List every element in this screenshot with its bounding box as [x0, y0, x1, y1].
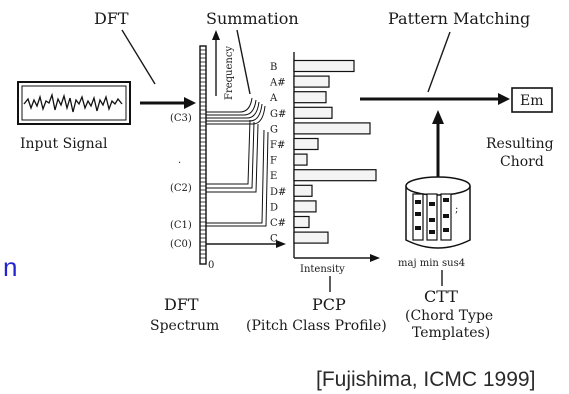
result-chord-value: Em	[520, 93, 544, 109]
octave-c0-label: (C0)	[170, 239, 192, 250]
frequency-arrowhead	[212, 30, 220, 40]
pcp-bar-c	[294, 232, 328, 243]
pitch-label-c: C	[270, 234, 278, 245]
pcp-bar-f	[294, 154, 307, 165]
pcp-bar-d-sharp	[294, 185, 312, 196]
dft-label: DFT	[94, 9, 129, 28]
pcp-bar-a-sharp	[294, 76, 329, 87]
dft-pointer	[122, 30, 155, 84]
dft-spectrum-label-line1: DFT	[164, 295, 199, 314]
pitch-label-g-sharp: G#	[270, 109, 286, 120]
match-arrowhead	[498, 93, 510, 105]
pitch-label-g: G	[270, 124, 278, 135]
pattern-matching-label: Pattern Matching	[388, 9, 530, 28]
pitch-label-f: F	[270, 156, 277, 167]
pcp-bar-g-sharp	[294, 107, 332, 118]
intensity-arrowhead	[370, 254, 380, 262]
ctt-label-line2: (Chord Type	[405, 308, 493, 324]
dft-spectrum-label-line2: Spectrum	[150, 318, 219, 334]
pitch-label-f-sharp: F#	[270, 140, 285, 151]
summation-lines	[206, 98, 268, 226]
pcp-bar-g	[294, 123, 370, 134]
pattern-pointer	[428, 32, 450, 92]
pitch-class-labels: B A# A G# G F# FE D# D C# C	[269, 62, 286, 245]
ctt-label-line1: CTT	[424, 287, 458, 306]
input-signal-box	[18, 82, 130, 124]
octave-c3-label: (C3)	[170, 113, 192, 124]
pcp-label-line1: PCP	[312, 295, 346, 314]
dot-marker: ·	[178, 158, 181, 169]
pitch-label-c-sharp: C#	[270, 218, 286, 229]
pitch-label-a-sharp: A#	[269, 78, 286, 89]
pcp-label-line2: (Pitch Class Profile)	[246, 318, 387, 334]
dft-spectrum-bar	[200, 46, 206, 264]
pcp-bar-b	[294, 61, 354, 72]
intensity-label: Intensity	[300, 264, 345, 275]
ctt-arrowhead	[432, 110, 444, 124]
zero-label: 0	[208, 260, 214, 271]
pitch-label-a: A	[269, 93, 278, 104]
pitch-label-b: B	[270, 62, 277, 73]
pcp-bars	[294, 61, 376, 244]
pcp-bar-c-sharp	[294, 217, 309, 228]
frequency-label: Frequency	[224, 46, 235, 100]
summation-label: Summation	[206, 9, 299, 28]
resulting-label-line2: Chord	[500, 154, 544, 170]
ctt-cylinder: ;	[406, 177, 470, 248]
template-types-label: maj min sus4	[398, 258, 465, 269]
pcp-bar-e	[294, 170, 376, 181]
octave-c1-label: (C1)	[170, 220, 192, 231]
pitch-label-d: D	[270, 202, 278, 213]
partial-slide-text: n	[3, 252, 17, 282]
octave-c2-label: (C2)	[170, 183, 192, 194]
pitch-label-d-sharp: D#	[270, 187, 286, 198]
input-signal-label: Input Signal	[20, 136, 108, 152]
ctt-label-line3: Templates)	[412, 325, 490, 341]
pcp-bar-f-sharp	[294, 139, 318, 150]
citation: [Fujishima, ICMC 1999]	[316, 368, 535, 391]
input-arrowhead	[184, 97, 196, 109]
pcp-bar-a	[294, 92, 326, 103]
summation-pointer	[237, 30, 250, 94]
cylinder-mark: ;	[455, 204, 458, 215]
pitch-label-e: E	[270, 171, 277, 182]
pcp-bar-d	[294, 201, 316, 212]
resulting-label-line1: Resulting	[486, 136, 554, 152]
